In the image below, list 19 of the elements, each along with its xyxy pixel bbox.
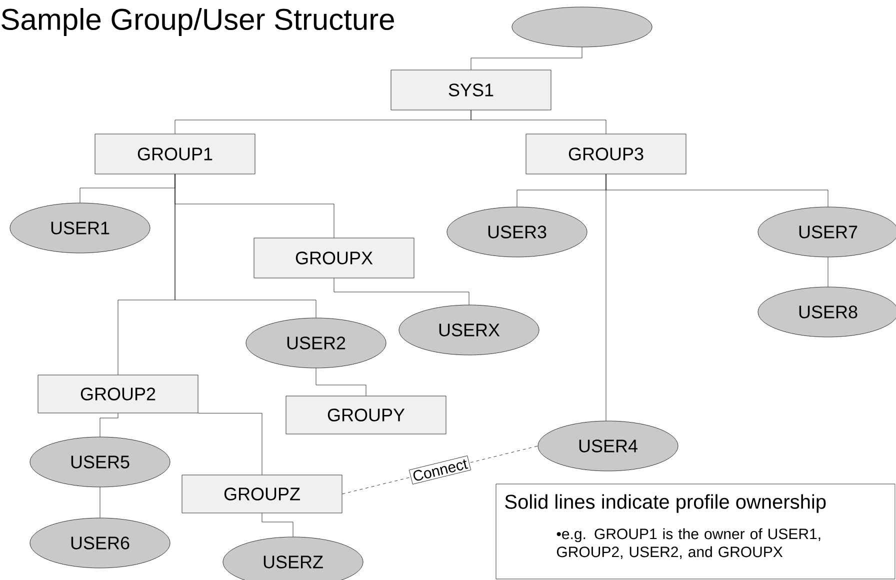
connector-line xyxy=(174,174,316,318)
edge-label: Connect xyxy=(409,456,472,484)
connector-line xyxy=(470,110,606,134)
group-box: GROUP3 xyxy=(526,134,686,174)
connector-line xyxy=(334,278,470,305)
connector-line xyxy=(100,413,118,437)
group-box: GROUP2 xyxy=(38,374,198,414)
group-box: SYS1 xyxy=(390,70,552,110)
connector-line xyxy=(198,413,262,475)
group-box: GROUP1 xyxy=(94,134,256,174)
user-ellipse xyxy=(512,6,652,48)
connector-line xyxy=(470,47,582,70)
group-box: GROUPZ xyxy=(182,474,342,514)
connector-line xyxy=(316,368,366,396)
title: Sample Group/User Structure xyxy=(2,8,394,36)
connector-line xyxy=(262,513,294,537)
legend-box: Solid lines indicate profile ownership •e.g. GROUP1 is the owner of USER1, GROUP2, USER2, and GROUPX xyxy=(496,484,896,580)
group-box: GROUPY xyxy=(286,396,446,434)
group-box: GROUPX xyxy=(254,238,414,278)
